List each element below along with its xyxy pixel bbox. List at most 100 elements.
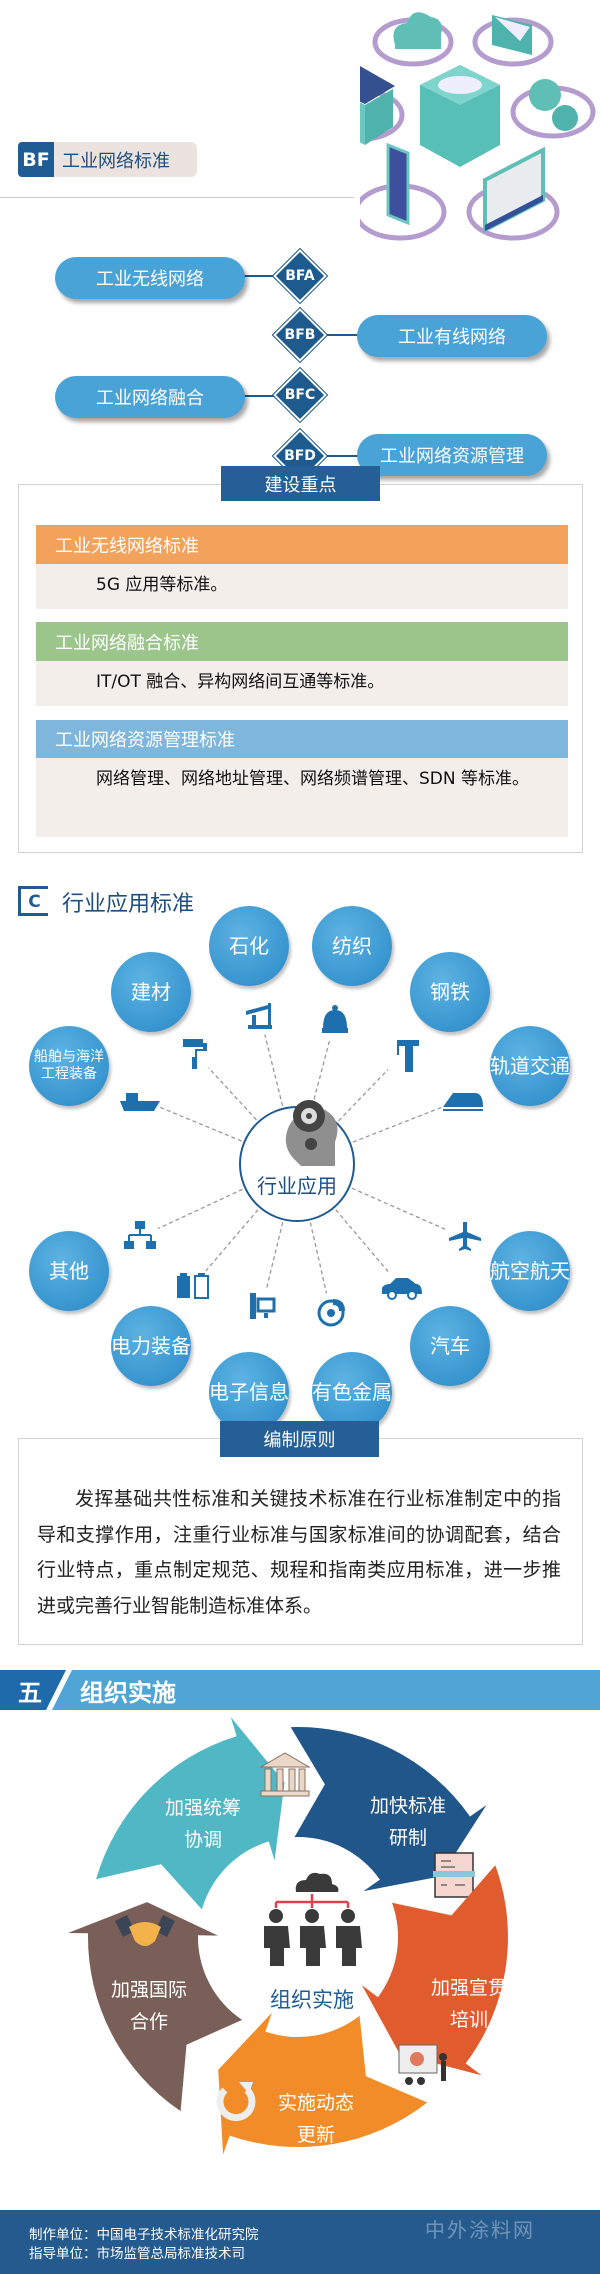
section-badge: BF <box>18 142 54 177</box>
step-line2: 更新 <box>296 2124 335 2146</box>
crane-icon <box>397 1040 419 1072</box>
document-icon <box>433 1852 475 1898</box>
center-circle: 行业应用 <box>239 1100 355 1222</box>
kp-body-wireless: 5G 应用等标准。 <box>36 564 568 609</box>
connector-line <box>264 1034 284 1106</box>
oil-pump-icon <box>246 1003 272 1029</box>
connector <box>240 275 300 277</box>
connector-line <box>158 1106 242 1142</box>
robot-head-icon <box>285 1100 338 1166</box>
monitor-icon <box>483 146 545 234</box>
principles-title: 编制原则 <box>220 1421 379 1457</box>
cloud-icon <box>393 12 442 49</box>
cycle-arrow <box>68 1902 243 2112</box>
kp-body-resource: 网络管理、网络地址管理、网络频谱管理、SDN 等标准。 <box>36 758 568 837</box>
guide-text: 指导单位：市场监管总局标准技术司 <box>29 2246 245 2262</box>
industry-ring-lines <box>120 1003 483 1327</box>
house-icon <box>360 66 395 145</box>
cycle-center-label: 组织实施 <box>270 1988 354 2012</box>
divider <box>0 197 354 198</box>
center-label: 行业应用 <box>257 1174 337 1198</box>
step-line2: 协调 <box>183 1829 222 1851</box>
principles-text: 发挥基础共性标准和关键技术标准在行业标准制定中的指导和支撑作用，注重行业标准与国… <box>37 1488 561 1617</box>
cycle-step-label: 加强宣贯培训 <box>419 1972 519 2036</box>
connector-line <box>338 1068 389 1122</box>
cycle-step-label: 加强国际合作 <box>99 1974 199 2038</box>
brake-disc-icon <box>317 1299 345 1327</box>
phone-icon <box>386 142 410 226</box>
network-illustration <box>360 12 596 241</box>
kp-heading-fusion: 工业网络融合标准 <box>36 622 568 661</box>
connector-line <box>351 1187 447 1231</box>
handshake-icon <box>115 1915 175 1946</box>
cycle-arrow <box>290 1726 487 1892</box>
cycle-step-label: 加快标准研制 <box>358 1790 458 1854</box>
industry-bubble: 船舶与海洋 工程装备 <box>29 1026 109 1106</box>
battery-icon <box>177 1273 209 1299</box>
computer-icon <box>250 1293 276 1319</box>
industry-bubble: 轨道交通 <box>490 1026 570 1106</box>
kp-body-fusion: IT/OT 融合、异构网络间互通等标准。 <box>36 661 568 706</box>
producer-text: 制作单位：中国电子技术标准化研究院 <box>29 2227 259 2243</box>
refresh-icon <box>216 2082 256 2122</box>
cycle-step-label: 加强统筹协调 <box>153 1792 253 1856</box>
kp-heading-resource: 工业网络资源管理标准 <box>36 720 568 758</box>
industry-bubble: 其他 <box>29 1231 109 1311</box>
connector-line <box>311 1039 331 1107</box>
knit-hat-icon <box>322 1005 348 1033</box>
connector <box>300 455 360 457</box>
car-icon <box>382 1278 422 1300</box>
org-chart-icon <box>124 1221 156 1249</box>
step-line1: 加强国际 <box>110 1979 187 2001</box>
section-title: 工业网络标准 <box>54 142 197 177</box>
step-line1: 实施动态 <box>277 2092 354 2114</box>
step-line1: 加强统筹 <box>164 1797 241 1819</box>
code-bfc: BFC <box>284 387 316 403</box>
cycle-step-label: 实施动态更新 <box>266 2087 366 2151</box>
code-bfd: BFD <box>284 448 316 464</box>
cycle-arrow <box>361 1865 508 2076</box>
connector-line <box>157 1188 243 1230</box>
industry-bubble: 航空航天 <box>490 1231 570 1311</box>
industry-bubble: 汽车 <box>410 1306 490 1386</box>
industry-bubble: 石化 <box>209 906 289 986</box>
bank-icon <box>259 1752 311 1797</box>
step-line2: 培训 <box>449 2009 488 2031</box>
presentation-icon <box>398 2044 447 2085</box>
section5-banner <box>0 1670 600 1710</box>
code-bfa: BFA <box>285 268 315 284</box>
connector <box>300 334 360 336</box>
server-icon <box>420 65 500 167</box>
node-network-fusion: 工业网络融合 <box>55 376 245 418</box>
footer: 制作单位：中国电子技术标准化研究院 指导单位：市场监管总局标准技术司 <box>0 2210 600 2274</box>
section-title-c: 行业应用标准 <box>62 892 195 917</box>
industry-bubble: 纺织 <box>312 906 392 986</box>
connector <box>240 395 300 397</box>
step-line2: 研制 <box>388 1827 427 1849</box>
watermark: 中外涂料网 <box>425 2218 535 2242</box>
node-resource-mgmt: 工业网络资源管理 <box>357 434 547 476</box>
industry-bubble: 电子信息 <box>209 1352 289 1432</box>
paint-roller-icon <box>183 1039 207 1069</box>
industry-bubble: 电力装备 <box>111 1306 191 1386</box>
connector-line <box>335 1209 390 1274</box>
key-points-title: 建设重点 <box>221 466 380 501</box>
connector-line <box>309 1222 328 1294</box>
cycle-arrow <box>218 2012 428 2155</box>
section-badge-c: C <box>18 886 48 916</box>
industry-bubble: 建材 <box>111 952 191 1032</box>
step-line2: 合作 <box>129 2011 168 2033</box>
train-icon <box>443 1093 483 1111</box>
connector-line <box>205 1209 259 1272</box>
team-icon <box>264 1872 362 1966</box>
connector-line <box>208 1067 257 1121</box>
industry-bubble: 钢铁 <box>410 952 490 1032</box>
section5-title: 组织实施 <box>80 1679 176 1707</box>
connector-line <box>266 1222 284 1288</box>
node-industrial-wireless: 工业无线网络 <box>55 257 245 299</box>
airplane-icon <box>449 1222 481 1251</box>
step-line1: 加强宣贯 <box>430 1977 507 1999</box>
node-industrial-wired: 工业有线网络 <box>357 315 547 357</box>
connector-line <box>352 1105 445 1143</box>
cycle-arrow <box>96 1717 285 1910</box>
